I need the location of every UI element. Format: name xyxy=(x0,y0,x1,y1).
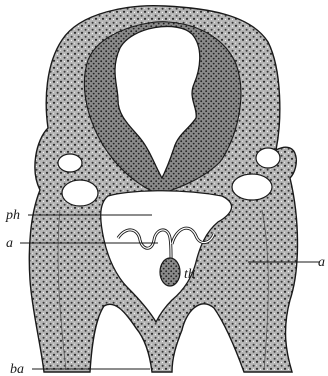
label-ph: ph xyxy=(5,208,20,223)
label-a-left: a xyxy=(6,236,13,251)
right-vessel-lower xyxy=(232,174,272,200)
left-vessel-lower xyxy=(62,180,98,206)
label-a-right: a xyxy=(318,255,325,270)
label-th: th xyxy=(184,267,195,282)
right-vessel-upper xyxy=(256,148,280,168)
label-ba: ba xyxy=(10,362,24,376)
thyroid-body xyxy=(160,258,180,286)
left-vessel-upper xyxy=(58,154,82,172)
